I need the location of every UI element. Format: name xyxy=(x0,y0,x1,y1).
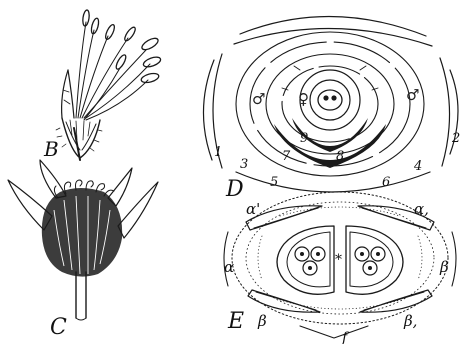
label-f: f xyxy=(341,330,350,344)
figure-c-flower-head xyxy=(8,160,158,320)
ring-number-9: 9 xyxy=(300,131,308,146)
label-alpha-prime: α' xyxy=(246,200,260,218)
ring-number-3: 3 xyxy=(240,157,248,172)
symbol-female-center: ♀ xyxy=(298,90,309,108)
label-alpha-left: α xyxy=(224,258,234,276)
label-beta-sub: β, xyxy=(403,312,417,330)
label-e: E xyxy=(227,309,244,334)
right-trilobed-core xyxy=(355,247,385,275)
label-beta-right: β xyxy=(439,258,449,276)
label-alpha-sub: α, xyxy=(414,200,429,218)
ring-number-2: 2 xyxy=(451,131,460,146)
ring-number-4: 4 xyxy=(413,159,422,174)
ring-number-7: 7 xyxy=(282,149,291,164)
label-center-mark: * xyxy=(335,252,342,268)
figure-b-flower xyxy=(56,10,162,160)
ring-number-6: 6 xyxy=(382,175,390,190)
label-d: D xyxy=(225,177,244,202)
label-c: C xyxy=(50,315,67,340)
left-trilobed-core xyxy=(295,247,325,275)
ring-number-8: 8 xyxy=(336,149,344,164)
symbol-male-left: ♂ xyxy=(252,90,265,108)
ring-number-5: 5 xyxy=(270,175,278,190)
label-b: B xyxy=(43,137,59,161)
symbol-male-right: ♂ xyxy=(406,86,419,104)
ring-number-1: 1 xyxy=(214,145,222,160)
label-beta-left: β xyxy=(257,312,267,330)
